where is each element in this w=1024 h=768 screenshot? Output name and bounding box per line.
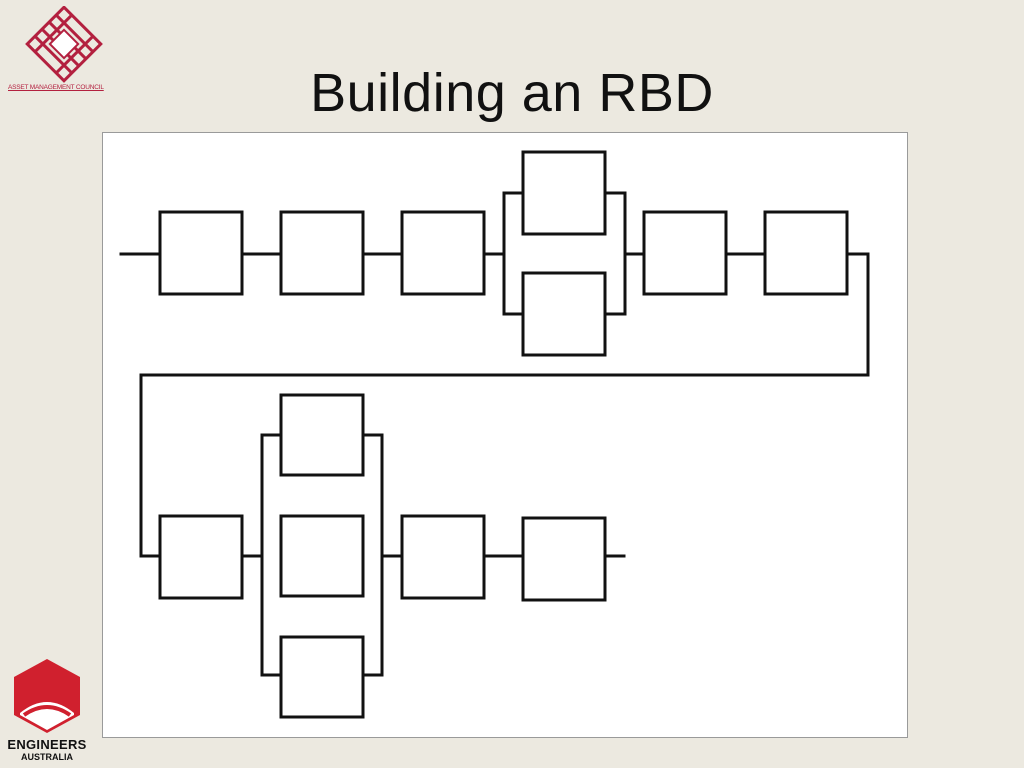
ea-logo-line2: AUSTRALIA [21,752,73,762]
rbd-block [279,514,365,598]
rbd-figure [102,132,908,738]
return-connector [139,252,870,558]
rbd-block [521,150,607,236]
parallel-bracket-left [260,433,283,677]
rbd-diagram [119,150,870,719]
amc-emblem-icon [25,5,103,83]
amc-logo-caption: ASSET MANAGEMENT COUNCIL [8,84,104,91]
rbd-block [158,210,244,296]
parallel-bracket-left [502,191,525,316]
ea-hexagon-icon [14,659,80,733]
rbd-block [521,271,607,357]
rbd-block [400,210,486,296]
asset-management-council-logo: ASSET MANAGEMENT COUNCIL [8,5,136,96]
rbd-block [279,635,365,719]
rbd-block [521,516,607,602]
rbd-block [279,393,365,477]
ea-logo-line1: ENGINEERS [7,737,87,752]
rbd-block [763,210,849,296]
engineers-australia-logo: ENGINEERS AUSTRALIA [0,655,95,768]
rbd-block [642,210,728,296]
rbd-block [158,514,244,600]
rbd-block [279,210,365,296]
parallel-bracket-right [361,433,384,677]
rbd-block [400,514,486,600]
parallel-bracket-right [603,191,627,316]
slide-title: Building an RBD [310,63,714,123]
